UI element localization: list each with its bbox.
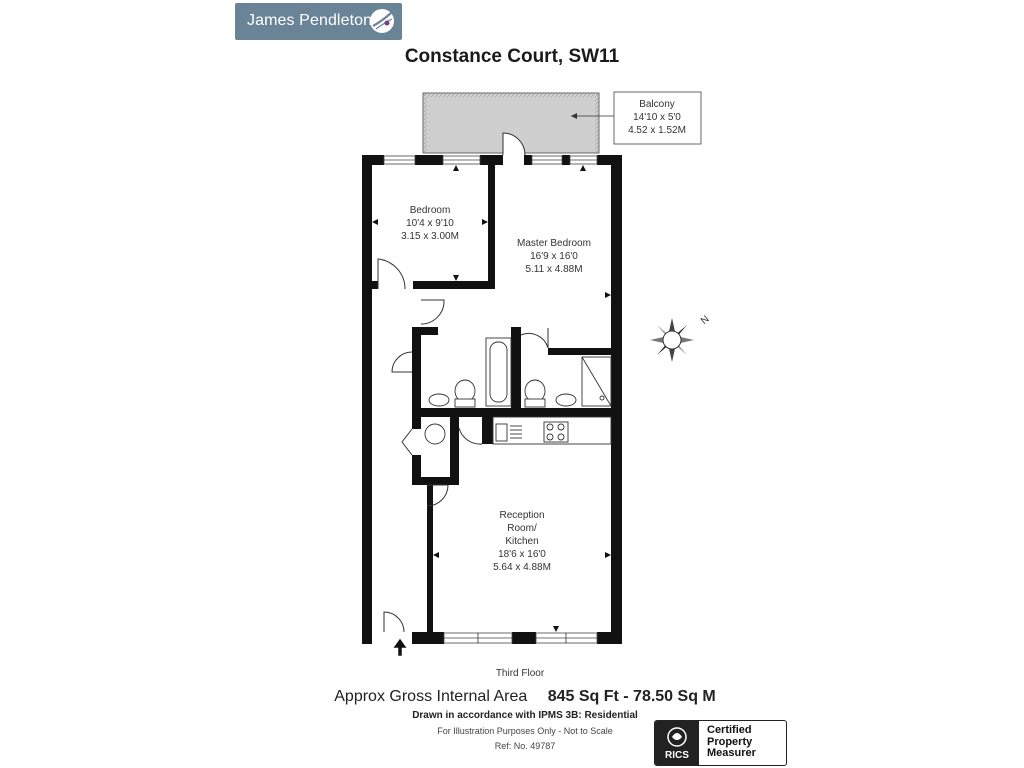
dimension-markers [372, 165, 611, 632]
balcony [422, 92, 600, 156]
bathroom-fixtures [424, 337, 612, 445]
compass-rose-icon [650, 318, 694, 362]
rics-cert-line3: Measurer [707, 747, 756, 759]
gross-area: Approx Gross Internal Area 845 Sq Ft - 7… [0, 688, 1024, 706]
balcony-name: Balcony [639, 99, 675, 110]
windows [383, 155, 598, 644]
rics-crest-icon [667, 727, 687, 747]
reception-name-line3: Kitchen [505, 536, 538, 547]
room-labels: Balcony 14'10 x 5'0 4.52 x 1.52M Bedroom… [401, 99, 712, 573]
disclaimer: For Illustration Purposes Only - Not to … [437, 726, 613, 736]
balcony-dim-imperial: 14'10 x 5'0 [633, 112, 681, 123]
ipms-note: Drawn in accordance with IPMS 3B: Reside… [412, 710, 638, 721]
kitchen-counter [492, 416, 612, 445]
rics-badge: RICS [655, 721, 699, 765]
gross-area-value: 845 Sq Ft - 78.50 Sq M [547, 688, 716, 705]
bedroom-name: Bedroom [410, 205, 451, 216]
compass-north-label: N [699, 314, 712, 327]
rics-certification: RICS Certified Property Measurer [654, 720, 787, 766]
bedroom-dim-metric: 3.15 x 3.00M [401, 231, 459, 242]
brand-mark-icon [370, 9, 394, 33]
doors [377, 258, 549, 633]
rics-badge-label: RICS [665, 750, 689, 761]
rics-cert-text: Certified Property Measurer [707, 724, 756, 760]
reference-number: Ref: No. 49787 [494, 741, 556, 751]
master-bedroom-name: Master Bedroom [517, 238, 591, 249]
floor-label: Third Floor [495, 668, 545, 679]
rics-cert-line2: Property [707, 735, 753, 748]
balcony-dim-metric: 4.52 x 1.52M [628, 125, 686, 136]
reception-dim-metric: 5.64 x 4.88M [493, 562, 551, 573]
property-title: Constance Court, SW11 [404, 46, 620, 67]
bedroom-dim-imperial: 10'4 x 9'10 [406, 218, 454, 229]
entrance-arrow-icon [393, 638, 407, 656]
walls [362, 155, 622, 644]
rics-cert-line1: Certified [707, 724, 752, 736]
gross-area-label: Approx Gross Internal Area [334, 688, 528, 705]
master-bedroom-dim-metric: 5.11 x 4.88M [525, 264, 582, 275]
balcony-callout [571, 91, 702, 145]
reception-name-line2: Room/ [507, 523, 537, 534]
master-bedroom-dim-imperial: 16'9 x 16'0 [530, 251, 578, 262]
reception-dim-imperial: 18'6 x 16'0 [498, 549, 546, 560]
brand-logo: James Pendleton [235, 3, 402, 40]
brand-name: James Pendleton [247, 12, 373, 29]
reception-name-line1: Reception [499, 510, 544, 521]
